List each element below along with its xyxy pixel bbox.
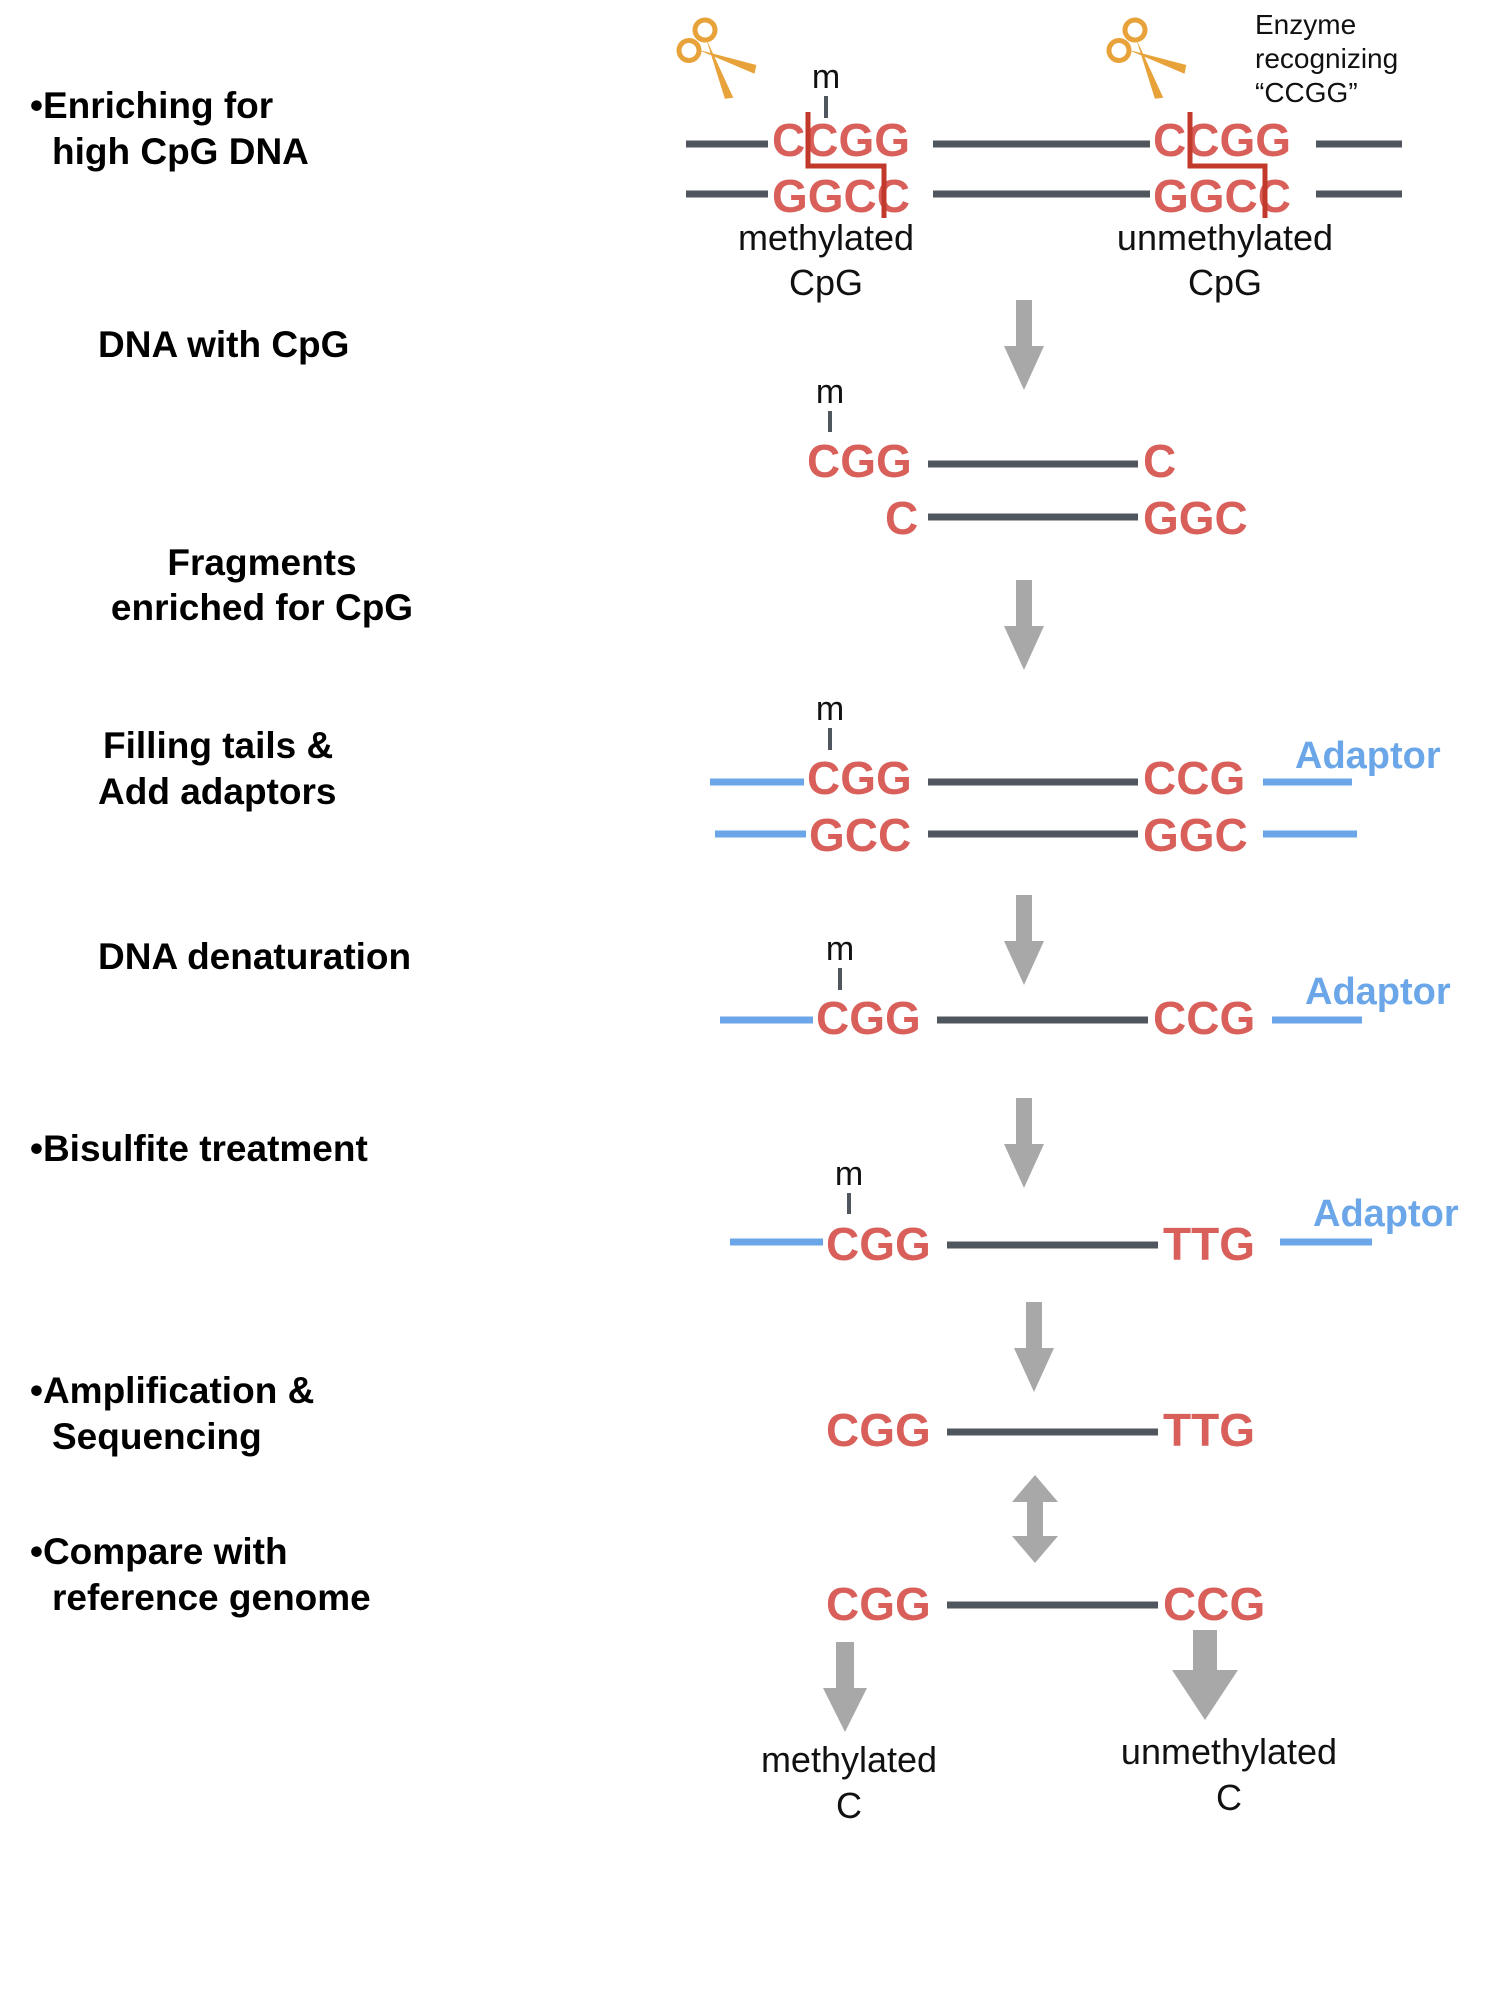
stage-fragment: m CGG C C GGC: [807, 373, 1248, 544]
filled-top-right-seq: CCG: [1143, 752, 1245, 804]
down-arrow-icon: [1172, 1630, 1238, 1720]
step-denaturation: DNA denaturation: [98, 936, 411, 977]
fragment-top-left-seq: CGG: [807, 435, 912, 487]
site-right-bottom-seq: GGCC: [1153, 170, 1291, 222]
methyl-mark: m: [826, 930, 854, 968]
site-left-top-seq: CCGG: [772, 114, 910, 166]
down-arrow-icon: [1004, 580, 1044, 670]
step-fragments-line2: enriched for CpG: [111, 587, 413, 628]
step-enriching-line1: •Enriching for: [30, 85, 273, 126]
methyl-mark: m: [816, 690, 844, 728]
reference-left-seq: CGG: [826, 1578, 931, 1630]
double-arrow-icon: [1012, 1475, 1058, 1563]
step-fragments-line1: Fragments: [167, 542, 356, 583]
fragment-bottom-left-seq: C: [885, 492, 918, 544]
adaptor-label: Adaptor: [1305, 971, 1451, 1013]
step-dna-with-cpg: DNA with CpG: [98, 324, 349, 365]
step-amplification-line2: Sequencing: [52, 1416, 262, 1457]
filled-top-left-seq: CGG: [807, 752, 912, 804]
step-compare-line1: •Compare with: [30, 1531, 288, 1572]
down-arrow-icon: [1004, 895, 1044, 985]
methyl-mark: m: [835, 1155, 863, 1193]
reference-right-seq: CCG: [1163, 1578, 1265, 1630]
step-compare-line2: reference genome: [52, 1577, 371, 1618]
stage-denatured: m CGG CCG Adaptor: [720, 930, 1451, 1044]
down-arrow-icon: [823, 1642, 867, 1732]
fragment-bottom-right-seq: GGC: [1143, 492, 1248, 544]
filled-bottom-right-seq: GGC: [1143, 809, 1248, 861]
site-right-label-line1: unmethylated: [1117, 217, 1333, 258]
step-filling-line2: Add adaptors: [98, 771, 336, 812]
site-left-bottom-seq: GGCC: [772, 170, 910, 222]
sequenced-right-seq: TTG: [1163, 1404, 1255, 1456]
scissors-icon: [676, 17, 757, 99]
down-arrow-icon: [1014, 1302, 1054, 1392]
filled-bottom-left-seq: GCC: [809, 809, 911, 861]
cut-line-left: [805, 112, 887, 218]
scissors-icon: [1106, 17, 1187, 99]
stage-sequenced: CGG TTG: [826, 1404, 1255, 1456]
site-right-top-seq: CCGG: [1153, 114, 1291, 166]
step-enriching-line2: high CpG DNA: [52, 131, 309, 172]
stage-bisulfite: m CGG TTG Adaptor: [730, 1155, 1459, 1270]
site-right-label-line2: CpG: [1188, 262, 1262, 303]
sequenced-left-seq: CGG: [826, 1404, 931, 1456]
adaptor-label: Adaptor: [1313, 1193, 1459, 1235]
result-methylated-line2: C: [836, 1785, 862, 1826]
cut-line-right: [1187, 112, 1268, 218]
down-arrow-icon: [1004, 1098, 1044, 1188]
stage-reference: CGG CCG: [826, 1578, 1265, 1630]
methyl-mark: m: [812, 58, 840, 96]
stage-restriction-sites: CCGG GGCC CCGG GGCC m methylated CpG unm…: [676, 9, 1402, 303]
step-bisulfite: •Bisulfite treatment: [30, 1128, 368, 1169]
step-filling-line1: Filling tails &: [103, 725, 333, 766]
result-unmethylated-line1: unmethylated: [1121, 1731, 1337, 1772]
denatured-left-seq: CGG: [816, 992, 921, 1044]
fragment-top-right-seq: C: [1143, 435, 1176, 487]
enzyme-note-line2: recognizing: [1255, 43, 1398, 74]
enzyme-note-line3: “CCGG”: [1255, 77, 1358, 108]
down-arrow-icon: [1004, 300, 1044, 390]
stage-filled-adaptors: m CGG CCG Adaptor GCC GGC: [710, 690, 1441, 861]
site-left-label-line1: methylated: [738, 217, 914, 258]
denatured-right-seq: CCG: [1153, 992, 1255, 1044]
bisulfite-left-seq: CGG: [826, 1218, 931, 1270]
adaptor-label: Adaptor: [1295, 735, 1441, 777]
step-amplification-line1: •Amplification &: [30, 1370, 314, 1411]
site-left-label-line2: CpG: [789, 262, 863, 303]
result-methylated-line1: methylated: [761, 1739, 937, 1780]
result-unmethylated-line2: C: [1216, 1777, 1242, 1818]
enzyme-note-line1: Enzyme: [1255, 9, 1356, 40]
methyl-mark: m: [816, 373, 844, 411]
bisulfite-right-seq: TTG: [1163, 1218, 1255, 1270]
